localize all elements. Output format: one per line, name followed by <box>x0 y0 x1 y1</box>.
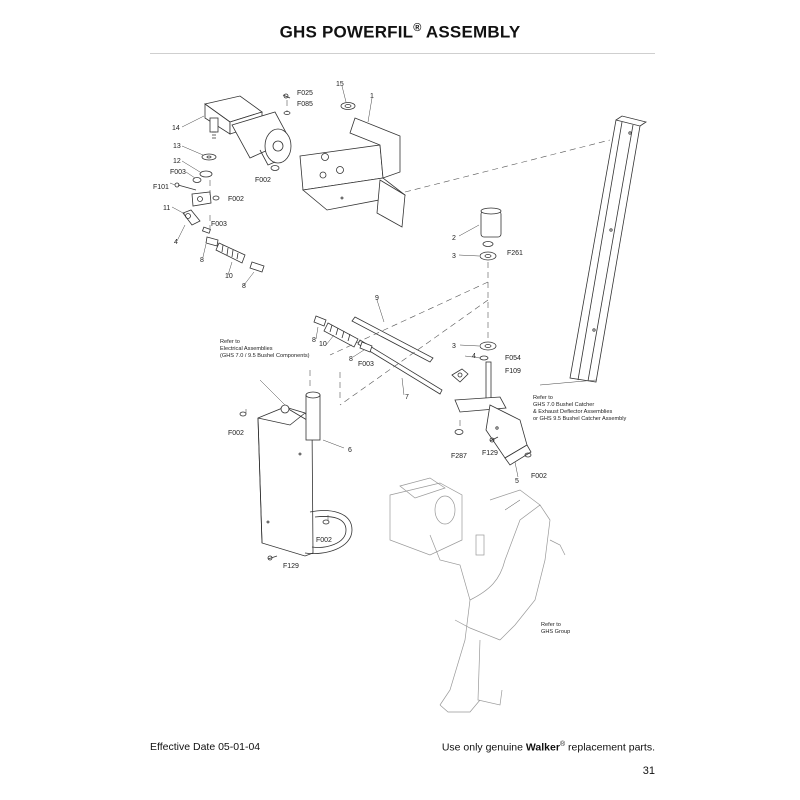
alignment-lines <box>209 100 611 520</box>
linkage-middle <box>313 315 497 395</box>
effective-date: Effective Date 05-01-04 <box>150 741 261 753</box>
label-f261: F261 <box>507 250 523 257</box>
label-part-2: 2 <box>452 235 456 242</box>
motor-part <box>204 95 292 166</box>
housing-part <box>239 391 353 561</box>
linkage-left <box>182 191 265 273</box>
label-part-4: 4 <box>472 353 476 360</box>
label-f025: F025 <box>297 90 313 97</box>
note-catcher-line: GHS 7.0 Bushel Catcher <box>533 402 594 408</box>
label-part-13: 13 <box>173 143 181 150</box>
label-part-11: 11 <box>163 205 170 212</box>
reference-notes: Refer to Electrical Assemblies (GHS 7.0 … <box>220 339 626 635</box>
note-electrical-line: (GHS 7.0 / 9.5 Bushel Components) <box>220 353 310 359</box>
label-part-10: 10 <box>319 341 327 348</box>
label-f085: F085 <box>297 101 313 108</box>
label-part-8: 8 <box>349 356 353 363</box>
lever-part <box>454 361 532 466</box>
label-f003: F003 <box>170 169 186 176</box>
label-part-15: 15 <box>336 81 344 88</box>
label-part-8: 8 <box>200 257 204 264</box>
bracket-part <box>299 117 406 228</box>
note-electrical-line: Electrical Assemblies <box>220 346 273 352</box>
label-part-10: 10 <box>225 273 233 280</box>
ghs-group-outline <box>389 477 566 713</box>
label-f003: F003 <box>211 221 227 228</box>
label-part-3: 3 <box>452 343 456 350</box>
leader-lines <box>169 85 597 511</box>
label-f109: F109 <box>505 368 521 375</box>
label-part-8: 8 <box>312 337 316 344</box>
motor-hardware <box>174 93 356 191</box>
page-title: GHS POWERFIL® ASSEMBLY <box>279 22 521 42</box>
bushing-part <box>479 207 502 261</box>
label-part-6: 6 <box>348 447 352 454</box>
label-f002: F002 <box>228 430 244 437</box>
label-part-12: 12 <box>173 158 181 165</box>
note-ghs-group-line: Refer to <box>541 622 561 628</box>
note-catcher-line: or GHS 9.5 Bushel Catcher Assembly <box>533 416 626 422</box>
label-part-9: 9 <box>375 295 379 302</box>
label-f054: F054 <box>505 355 521 362</box>
label-f002: F002 <box>531 473 547 480</box>
part-labels: 1 2 3 3 4 4 5 6 7 8 8 8 8 9 10 10 11 12 … <box>153 81 547 570</box>
label-f287: F287 <box>451 453 467 460</box>
label-part-7: 7 <box>405 394 409 401</box>
label-f129: F129 <box>482 450 498 457</box>
note-ghs-group-line: GHS Group <box>541 629 570 635</box>
page-number: 31 <box>642 765 655 777</box>
rail-part <box>569 115 647 383</box>
label-f101: F101 <box>153 184 169 191</box>
label-part-5: 5 <box>515 478 519 485</box>
label-part-8: 8 <box>242 283 246 290</box>
label-part-4: 4 <box>174 239 178 246</box>
label-part-3: 3 <box>452 253 456 260</box>
label-f002: F002 <box>228 196 244 203</box>
note-catcher-line: Refer to <box>533 395 553 401</box>
label-part-14: 14 <box>172 125 180 132</box>
label-f003: F003 <box>358 361 374 368</box>
label-f129: F129 <box>283 563 299 570</box>
parts-note: Use only genuine Walker® replacement par… <box>441 741 655 754</box>
label-f002: F002 <box>255 177 271 184</box>
label-part-1: 1 <box>370 93 374 100</box>
note-electrical-line: Refer to <box>220 339 240 345</box>
note-catcher-line: & Exhaust Deflector Assemblies <box>533 409 612 415</box>
title-divider <box>150 53 655 54</box>
label-f002: F002 <box>316 537 332 544</box>
